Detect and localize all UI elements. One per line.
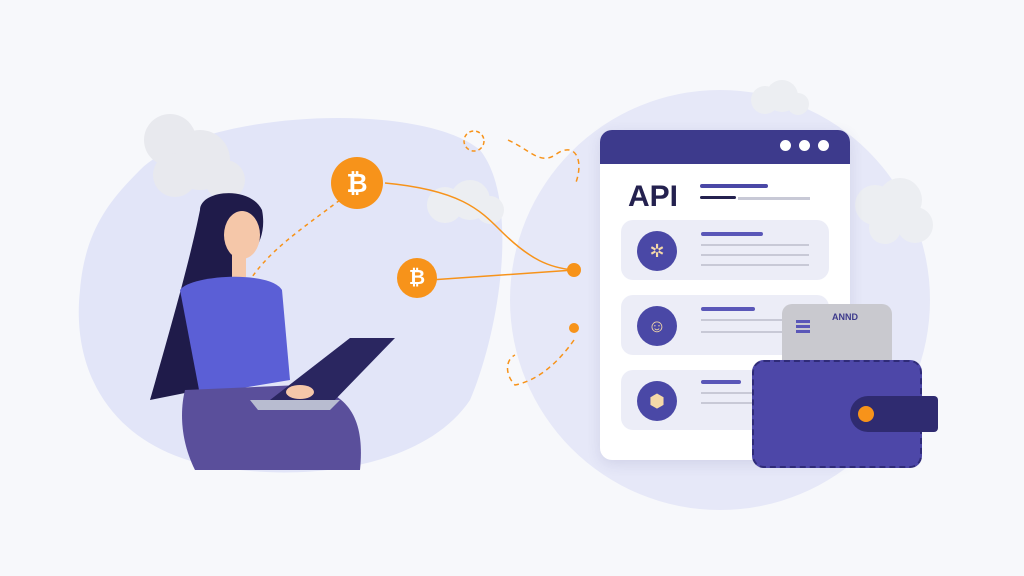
card-label: ANND [832,312,858,322]
shield-icon: ⬢ [637,381,677,421]
text-placeholder [700,184,768,188]
cloud-icon [751,80,809,115]
wallet-clasp[interactable] [850,396,938,432]
text-placeholder [700,196,736,199]
connection-node [567,263,581,277]
clasp-button-icon [858,406,874,422]
text-placeholder [701,331,809,333]
text-placeholder [701,307,755,311]
window-control-dot[interactable] [818,140,829,151]
wallet: ANND [752,304,938,470]
bitcoin-coin-icon: ₿ [397,258,437,298]
text-placeholder [701,254,809,256]
bitcoin-coin-icon: ₿ [331,157,383,209]
text-placeholder [701,232,763,236]
connection-node [569,323,579,333]
text-placeholder [738,197,810,200]
cloud-icon [427,180,504,224]
card-lines [796,320,810,323]
user-support-icon: ☺ [637,306,677,346]
window-control-dot[interactable] [799,140,810,151]
person-illustration [150,193,395,470]
text-placeholder [701,264,809,266]
text-placeholder [701,319,809,321]
window-control-dot[interactable] [780,140,791,151]
network-icon: ✲ [637,231,677,271]
api-list-item[interactable]: ✲ [621,220,829,280]
api-title: API [628,180,679,213]
connection-lines [249,130,580,386]
text-placeholder [701,244,809,246]
cloud-icon [144,114,245,200]
cloud-icon [855,178,933,244]
text-placeholder [701,380,741,384]
window-title-bar [600,130,850,164]
wallet-card: ANND [782,304,892,364]
